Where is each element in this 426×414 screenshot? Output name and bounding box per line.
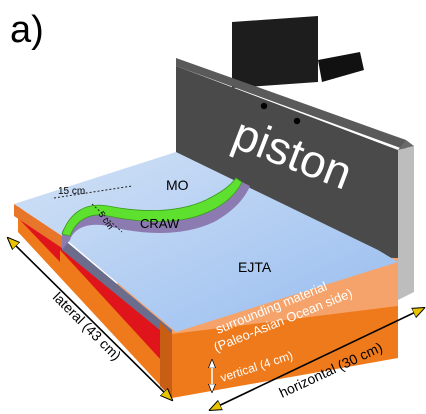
mo-label: MO [166,177,189,193]
piston-holder [232,16,364,88]
craw-band [61,177,250,250]
craw-label: CRAW [140,216,180,231]
dim-15cm-label: 15 cm [58,186,85,197]
ejta-label: EJTA [238,259,272,275]
dimension-lines [53,185,133,233]
panel-label: a) [10,9,44,51]
